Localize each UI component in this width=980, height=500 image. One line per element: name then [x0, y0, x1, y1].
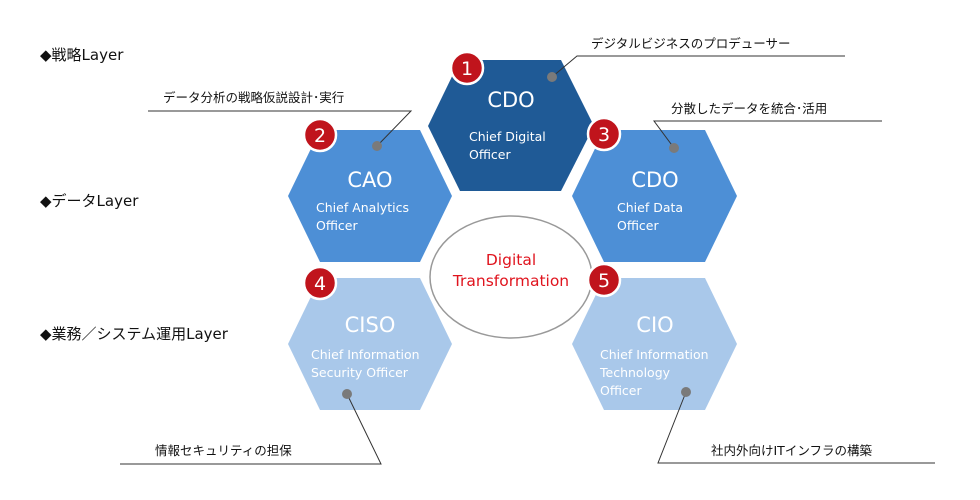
badge-circle: [449, 50, 485, 86]
role-title-line2: Technology: [599, 365, 671, 380]
leader-line-1: [551, 55, 845, 78]
leader-line-2: [148, 110, 413, 147]
hexagon-shape: [572, 130, 737, 262]
role-hex-cao: CAO Chief Analytics Officer: [288, 130, 452, 262]
note-2: データ分析の戦略仮説設計･実行: [163, 90, 344, 105]
role-abbr: CDO: [631, 168, 678, 192]
layer-label-data: ◆データLayer: [40, 192, 139, 210]
badge-2: 2: [302, 117, 338, 153]
badge-number: 5: [598, 270, 610, 292]
role-abbr: CAO: [347, 168, 392, 192]
hexagon-shape: [572, 278, 737, 410]
hexagon-shape: [288, 278, 452, 410]
badge-number: 2: [314, 125, 326, 147]
role-hex-cdo-data: CDO Chief Data Officer: [572, 130, 737, 262]
role-abbr: CIO: [636, 313, 673, 337]
badge-circle: [302, 265, 338, 301]
leader-line-4: [120, 393, 382, 465]
note-1: デジタルビジネスのプロデューサー: [591, 36, 791, 51]
role-abbr: CISO: [345, 313, 396, 337]
role-title-line1: Chief Information: [600, 347, 709, 362]
note-3: 分散したデータを統合･活用: [671, 101, 827, 116]
role-title-line1: Chief Information: [311, 347, 420, 362]
pin-4: [342, 389, 352, 399]
role-hex-cio: CIO Chief Information Technology Officer: [572, 278, 737, 410]
pin-5: [681, 387, 691, 397]
badge-number: 4: [314, 273, 326, 295]
pin-2: [372, 141, 382, 151]
badge-circle: [302, 117, 338, 153]
hexagon-shape: [428, 60, 594, 191]
center-text-line2: Transformation: [452, 272, 569, 290]
layer-label-strategy: ◆戦略Layer: [40, 46, 124, 64]
layer-label-operations: ◆業務／システム運用Layer: [40, 325, 229, 343]
note-4: 情報セキュリティの担保: [155, 443, 292, 458]
pin-1: [547, 72, 557, 82]
badge-number: 1: [461, 58, 473, 80]
role-hex-ciso: CISO Chief Information Security Officer: [288, 278, 452, 410]
role-title-line2: Officer: [316, 218, 358, 233]
role-hex-cdo-digital: CDO Chief Digital Officer: [428, 60, 594, 191]
hexagon-shape: [288, 130, 452, 262]
badge-circle: [586, 262, 622, 298]
badge-4: 4: [302, 265, 338, 301]
role-title-line2: Officer: [617, 218, 659, 233]
leader-line-5: [657, 391, 935, 464]
role-title-line3: Officer: [600, 383, 642, 398]
role-title-line2: Security Officer: [311, 365, 409, 380]
role-abbr: CDO: [487, 88, 534, 112]
badge-3: 3: [586, 116, 622, 152]
role-title-line1: Chief Analytics: [316, 200, 409, 215]
badge-5: 5: [586, 262, 622, 298]
role-title-line1: Chief Digital: [469, 129, 546, 144]
center-text-line1: Digital: [486, 251, 536, 269]
badge-circle: [586, 116, 622, 152]
role-title-line1: Chief Data: [617, 200, 683, 215]
role-title-line2: Officer: [469, 147, 511, 162]
pin-3: [669, 143, 679, 153]
leader-line-3: [653, 120, 882, 149]
badge-1: 1: [449, 50, 485, 86]
note-5: 社内外向けITインフラの構築: [711, 443, 872, 458]
badge-number: 3: [598, 124, 610, 146]
